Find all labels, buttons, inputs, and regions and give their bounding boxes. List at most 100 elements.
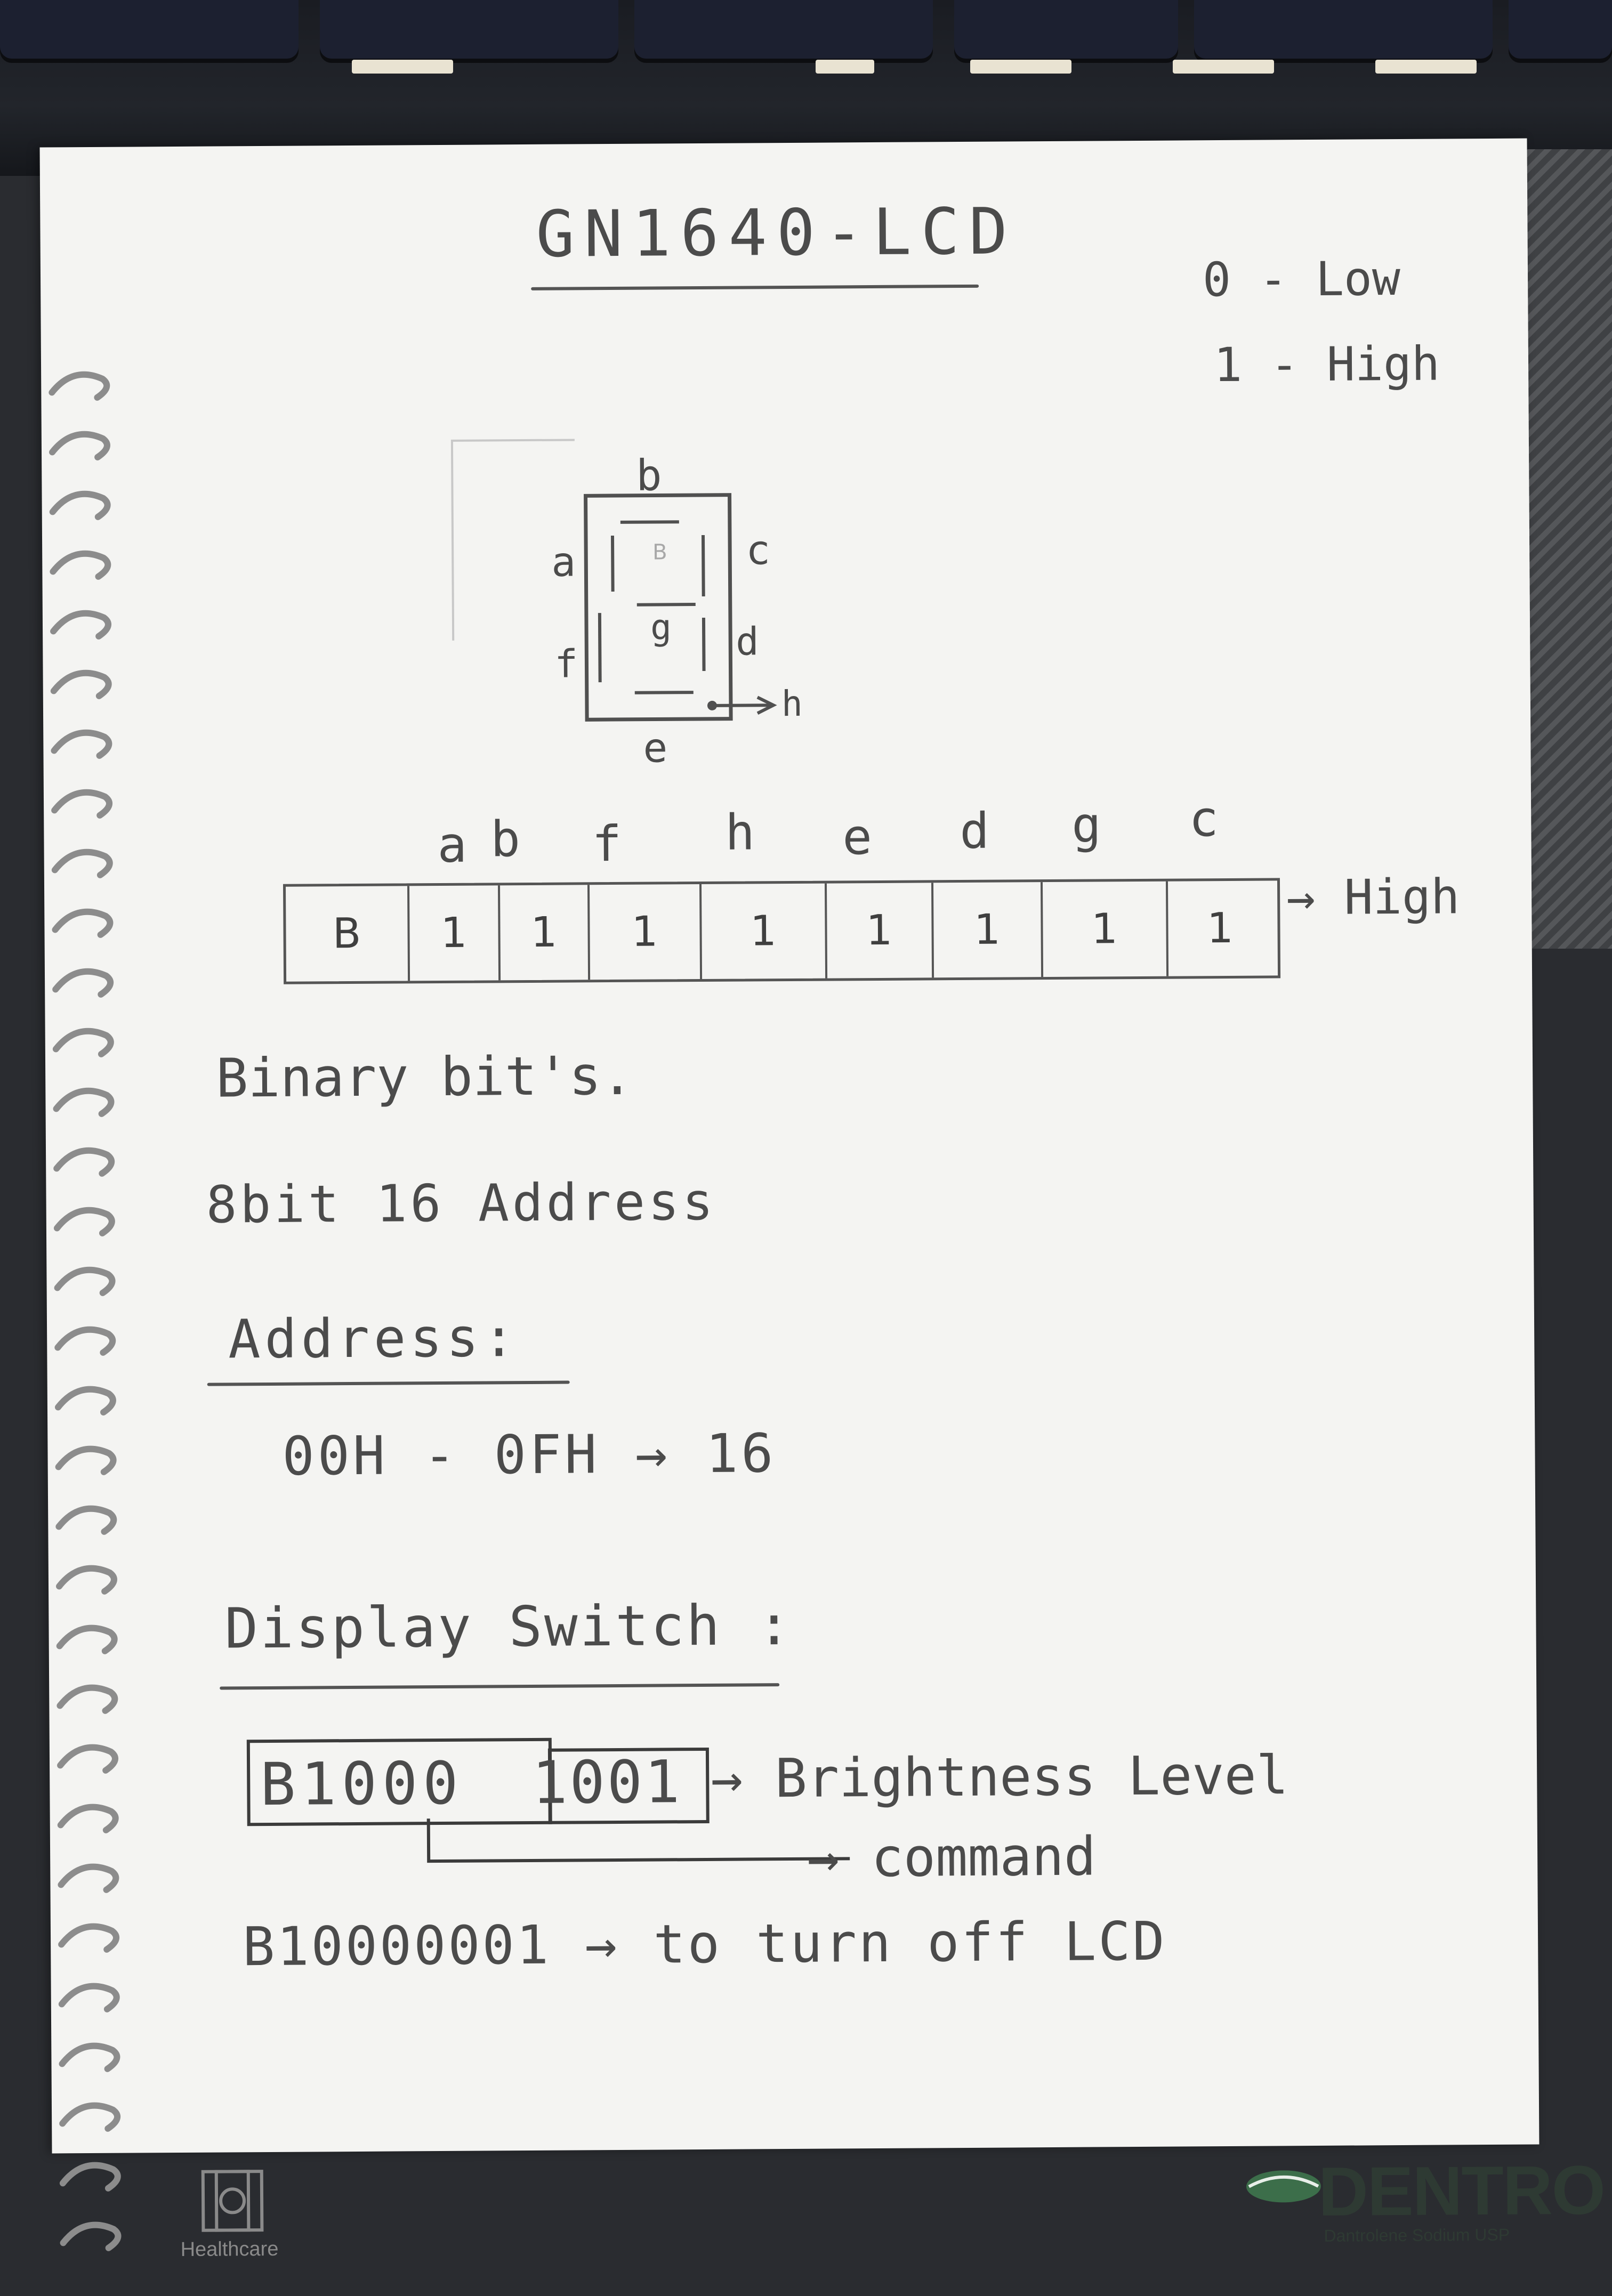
label-dot: h xyxy=(781,683,803,724)
bit-cell: 1 xyxy=(1206,904,1234,953)
key xyxy=(0,0,299,59)
command-label: → command xyxy=(807,1825,1097,1889)
bit-header-row: a b f h e d g c xyxy=(283,790,1275,876)
spiral-coil xyxy=(52,968,114,998)
dentro-wordmark: DENTRO xyxy=(1318,2151,1605,2230)
spiral-coil xyxy=(59,2102,121,2132)
command-box-text: B1000 xyxy=(260,1749,464,1819)
healthcare-logo-mark xyxy=(201,2170,264,2232)
segment-e xyxy=(634,691,694,694)
bit-cell: 1 xyxy=(409,885,501,981)
spiral-coil xyxy=(53,1207,115,1236)
spiral-coil xyxy=(53,1147,115,1177)
spiral-coil xyxy=(51,789,112,819)
spiral-coil xyxy=(58,1863,119,1893)
spiral-coil xyxy=(53,1087,115,1117)
segment-frame xyxy=(584,493,733,722)
spiral-coil xyxy=(51,729,112,759)
spiral-coil xyxy=(50,610,111,640)
label-lower-right: d xyxy=(736,619,759,664)
key xyxy=(634,0,933,59)
label-top: b xyxy=(636,450,662,500)
key xyxy=(320,0,618,59)
display-switch-heading: Display Switch : xyxy=(224,1592,793,1661)
spiral-binding xyxy=(49,371,122,2251)
bit-table: B 1 1 1 1 1 1 1 1 xyxy=(283,878,1281,984)
key xyxy=(1194,0,1493,59)
spiral-coil xyxy=(49,490,111,520)
spiral-coil xyxy=(57,1684,118,1714)
level-box-text: 1001 xyxy=(531,1748,682,1817)
key-led xyxy=(1173,60,1274,74)
segment-g xyxy=(636,603,696,607)
bit-header-label: e xyxy=(842,809,873,866)
bit-header-label: c xyxy=(1188,790,1219,848)
spiral-coil xyxy=(56,1565,117,1595)
label-lower-left: f xyxy=(554,641,578,686)
label-inner-top: B xyxy=(652,540,667,564)
spiral-coil xyxy=(51,848,113,878)
spiral-coil xyxy=(55,1445,117,1475)
key xyxy=(954,0,1178,59)
address-count-note: 8bit 16 Address xyxy=(206,1171,716,1235)
spiral-coil xyxy=(54,1266,116,1296)
label-bottom: e xyxy=(643,724,667,771)
page-title: GN1640-LCD xyxy=(536,195,1018,272)
title-underline xyxy=(531,284,979,290)
bit-cell: 1 xyxy=(933,882,1044,978)
bit-cell: B xyxy=(286,886,410,982)
key xyxy=(1509,0,1612,59)
bit-cell: 1 xyxy=(701,883,828,979)
segment-c xyxy=(701,535,705,596)
spiral-coil xyxy=(57,1744,118,1774)
spiral-coil xyxy=(57,1804,119,1833)
healthcare-logo-text: Healthcare xyxy=(180,2237,279,2261)
bit-header-label: f xyxy=(592,815,622,873)
spiral-coil xyxy=(56,1624,118,1654)
address-heading: Address: xyxy=(228,1306,520,1371)
command-connector xyxy=(426,1818,850,1863)
bit-row-note: → High xyxy=(1286,869,1460,926)
spiral-coil xyxy=(50,550,111,580)
address-underline xyxy=(207,1380,570,1386)
seven-segment-diagram: b a c f d g e h B xyxy=(450,439,803,772)
spiral-coil xyxy=(54,1386,116,1416)
spiral-coil xyxy=(58,1983,120,2012)
spiral-coil xyxy=(58,1923,119,1953)
label-upper-left: a xyxy=(551,538,576,585)
display-switch-underline xyxy=(220,1683,780,1690)
bit-header-label: g xyxy=(1071,796,1102,854)
bit-header-label: b xyxy=(490,811,521,868)
key-led xyxy=(1375,60,1477,74)
bit-header-label: h xyxy=(725,804,755,861)
label-upper-right: c xyxy=(746,526,770,573)
key-led xyxy=(970,60,1071,74)
key-led xyxy=(352,60,453,74)
spiral-coil xyxy=(59,2042,120,2072)
bit-header-label: d xyxy=(960,802,990,860)
spiral-coil xyxy=(49,371,110,401)
brightness-label: → Brightness Level xyxy=(710,1744,1289,1810)
bit-cell: 1 xyxy=(1042,881,1169,977)
legend-high: 1 - High xyxy=(1213,336,1440,393)
spiral-coil xyxy=(50,669,112,699)
dot-arrow xyxy=(714,696,777,715)
spiral-coil xyxy=(52,908,114,938)
dentro-subtitle: Dantrolene Sodium USP xyxy=(1324,2225,1510,2245)
legend-low: 0 - Low xyxy=(1202,250,1401,308)
bit-header-label: a xyxy=(437,816,468,874)
dentro-leaf-icon xyxy=(1246,2170,1321,2203)
binary-note: Binary bit's. xyxy=(215,1044,634,1110)
spiral-coil xyxy=(60,2221,122,2251)
spiral-coil xyxy=(52,1028,114,1057)
bit-cell: 1 xyxy=(590,884,703,980)
bit-cell: 1 xyxy=(500,885,591,981)
key-led xyxy=(816,60,874,74)
segment-h-dot xyxy=(707,700,717,710)
spiral-coil xyxy=(54,1326,116,1356)
address-range: 00H - 0FH → 16 xyxy=(282,1422,777,1487)
spiral-coil xyxy=(49,431,110,460)
spiral-coil xyxy=(59,2162,121,2192)
notebook-page: GN1640-LCD 0 - Low 1 - High b a c f d g … xyxy=(39,138,1605,2261)
spiral-coil xyxy=(55,1505,117,1535)
